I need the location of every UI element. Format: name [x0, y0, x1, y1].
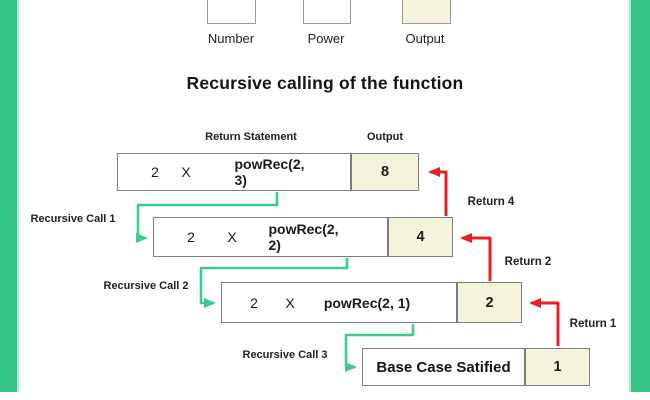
return-1-label: Return 1: [569, 318, 617, 330]
output-header: Output: [366, 131, 404, 143]
return-arrow-2: [460, 233, 492, 281]
return-2-label: Return 2: [504, 256, 552, 268]
frame2-call: powRec(2, 2): [268, 221, 339, 253]
call-frame-1: 2 X powRec(2, 3): [117, 153, 351, 191]
legend-number-label: Number: [207, 31, 255, 46]
frame3-number: 2: [250, 294, 258, 311]
recursive-call-2-label: Recursive Call 2: [103, 280, 189, 292]
recursive-call-1-label: Recursive Call 1: [30, 213, 116, 225]
return-arrow-1: [529, 298, 560, 346]
legend-power-label: Power: [307, 31, 345, 46]
right-green-border: [629, 0, 650, 392]
legend-number-box: [207, 0, 256, 24]
left-green-border: [0, 0, 19, 392]
legend-power-box: [303, 0, 351, 24]
call-frame-3: 2 X powRec(2, 1): [221, 282, 457, 323]
frame2-number: 2: [187, 229, 195, 245]
frame2-times: X: [227, 229, 237, 245]
return-4-label: Return 4: [467, 196, 515, 208]
output-box-4: 1: [525, 348, 590, 386]
frame1-times: X: [181, 164, 191, 180]
base-case-frame: Base Case Satified: [362, 348, 525, 386]
output-box-3: 2: [457, 282, 522, 323]
return-arrow-4: [428, 167, 448, 216]
recursive-call-3-label: Recursive Call 3: [242, 349, 328, 361]
legend-output-box: [402, 0, 451, 24]
page-title: Recursive calling of the function: [186, 73, 464, 93]
frame3-times: X: [285, 294, 295, 311]
output-box-1: 8: [351, 153, 419, 191]
output-box-2: 4: [388, 217, 453, 257]
return-statement-header: Return Statement: [205, 131, 297, 143]
frame1-number: 2: [151, 164, 159, 180]
call-frame-2: 2 X powRec(2, 2): [153, 217, 388, 257]
legend-output-label: Output: [405, 31, 445, 46]
frame1-call: powRec(2, 3): [234, 156, 305, 188]
frame3-call: powRec(2, 1): [323, 294, 411, 311]
